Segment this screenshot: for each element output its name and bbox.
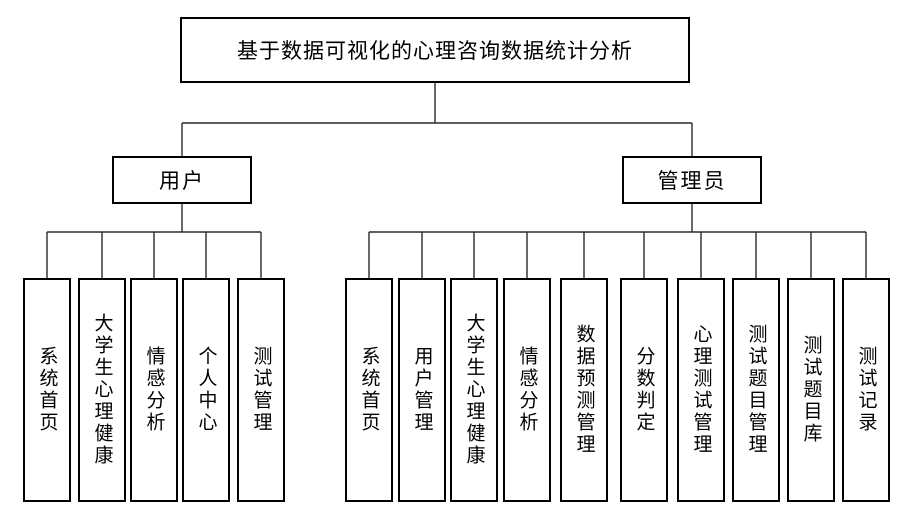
root-node: 基于数据可视化的心理咨询数据统计分析 xyxy=(180,17,690,83)
branch-node-user: 用户 xyxy=(112,156,252,204)
leaf-node-admin-home: 系统首页 xyxy=(345,278,393,502)
leaf-node-admin-user-management: 用户管理 xyxy=(398,278,446,502)
leaf-node-admin-sentiment-analysis: 情感分析 xyxy=(503,278,551,502)
leaf-node-user-personal-center: 个人中心 xyxy=(182,278,230,502)
leaf-node-admin-psych-test-management: 心理测试管理 xyxy=(677,278,725,502)
leaf-node-admin-test-question-management: 测试题目管理 xyxy=(732,278,780,502)
leaf-node-user-home: 系统首页 xyxy=(23,278,71,502)
leaf-node-admin-mental-health: 大学生心理健康 xyxy=(450,278,498,502)
leaf-node-user-sentiment-analysis: 情感分析 xyxy=(130,278,178,502)
leaf-node-admin-score-judgment: 分数判定 xyxy=(620,278,668,502)
leaf-node-admin-data-prediction: 数据预测管理 xyxy=(560,278,608,502)
leaf-node-user-mental-health: 大学生心理健康 xyxy=(78,278,126,502)
leaf-node-admin-test-records: 测试记录 xyxy=(842,278,890,502)
leaf-node-admin-test-question-bank: 测试题目库 xyxy=(787,278,835,502)
leaf-node-user-test-management: 测试管理 xyxy=(237,278,285,502)
branch-node-admin: 管理员 xyxy=(622,156,762,204)
